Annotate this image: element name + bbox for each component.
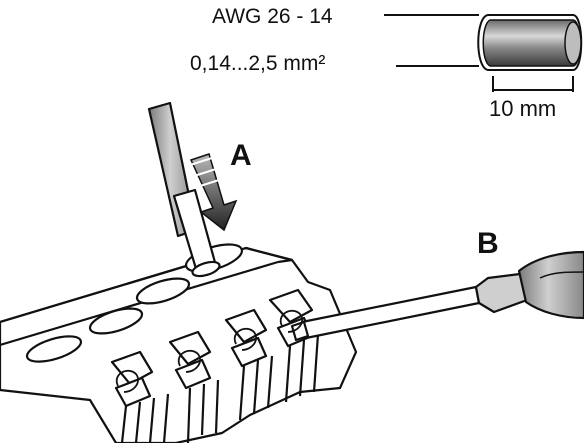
strip-length-label: 10 mm xyxy=(489,96,557,121)
wire-spec-leaders xyxy=(384,14,479,67)
cross-section-label: 0,14...2,5 mm² xyxy=(190,52,326,75)
push-arrow-icon xyxy=(189,153,238,232)
callout-b: B xyxy=(477,227,499,260)
spring-clamps xyxy=(115,309,303,393)
terminal-block xyxy=(0,243,358,443)
stripped-wire xyxy=(477,14,583,92)
awg-range-label: AWG 26 - 14 xyxy=(212,5,333,28)
screwdriver xyxy=(290,250,584,342)
insertion-tool xyxy=(147,101,221,278)
callout-a: A xyxy=(230,139,252,172)
